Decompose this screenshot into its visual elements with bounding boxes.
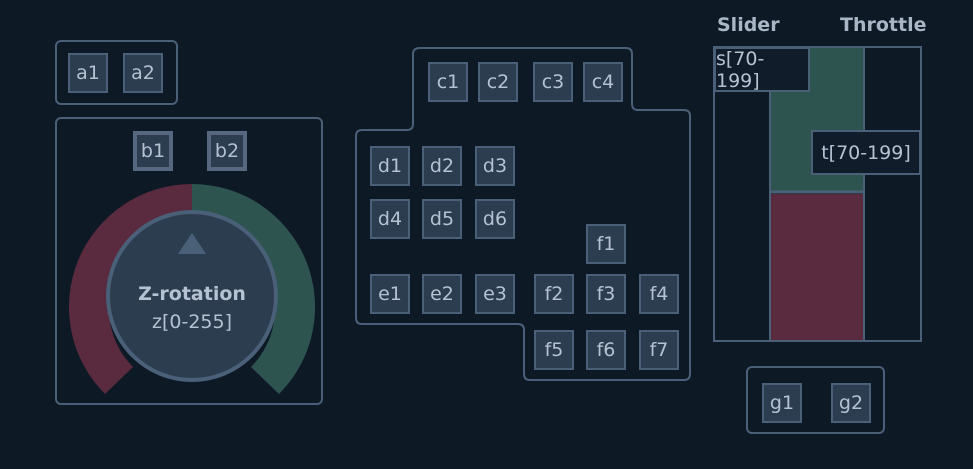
button-f6[interactable]: f6 <box>586 330 626 370</box>
button-b2[interactable]: b2 <box>207 131 247 171</box>
button-d3[interactable]: d3 <box>475 146 515 186</box>
button-f2[interactable]: f2 <box>534 274 574 314</box>
throttle-range-label[interactable]: t[70-199] <box>811 130 921 175</box>
button-d5[interactable]: d5 <box>422 199 462 239</box>
button-e3[interactable]: e3 <box>475 274 515 314</box>
rotation-pointer-icon <box>178 233 206 254</box>
button-b1[interactable]: b1 <box>133 131 173 171</box>
button-c1[interactable]: c1 <box>428 62 468 102</box>
slider-title: Slider <box>717 14 780 36</box>
button-d6[interactable]: d6 <box>475 199 515 239</box>
button-f7[interactable]: f7 <box>639 330 679 370</box>
rotation-range: z[0-255] <box>151 311 232 333</box>
group-g-panel <box>746 366 885 434</box>
button-c2[interactable]: c2 <box>478 62 518 102</box>
cluster-cdef-outline <box>355 47 691 381</box>
throttle-title: Throttle <box>840 14 927 36</box>
button-f3[interactable]: f3 <box>586 274 626 314</box>
rotation-knob[interactable] <box>106 210 278 382</box>
button-g1[interactable]: g1 <box>762 383 802 423</box>
button-e1[interactable]: e1 <box>370 274 410 314</box>
group-a-panel <box>55 40 178 105</box>
button-a1[interactable]: a1 <box>68 53 108 93</box>
group-b-panel <box>55 117 323 405</box>
rotation-dial-negative-arc <box>68 183 192 394</box>
slider-range-label[interactable]: s[70-199] <box>714 47 810 92</box>
button-d2[interactable]: d2 <box>422 146 462 186</box>
button-a2[interactable]: a2 <box>123 53 163 93</box>
button-e2[interactable]: e2 <box>422 274 462 314</box>
button-f4[interactable]: f4 <box>639 274 679 314</box>
rotation-title: Z-rotation <box>138 283 246 305</box>
rotation-dial-positive-arc <box>192 183 316 394</box>
axis-negative-fill <box>771 194 863 340</box>
button-f5[interactable]: f5 <box>534 330 574 370</box>
button-d1[interactable]: d1 <box>370 146 410 186</box>
button-f1[interactable]: f1 <box>586 224 626 264</box>
button-g2[interactable]: g2 <box>831 383 871 423</box>
button-c4[interactable]: c4 <box>583 62 623 102</box>
button-d4[interactable]: d4 <box>370 199 410 239</box>
axis-box <box>713 46 922 342</box>
button-c3[interactable]: c3 <box>533 62 573 102</box>
